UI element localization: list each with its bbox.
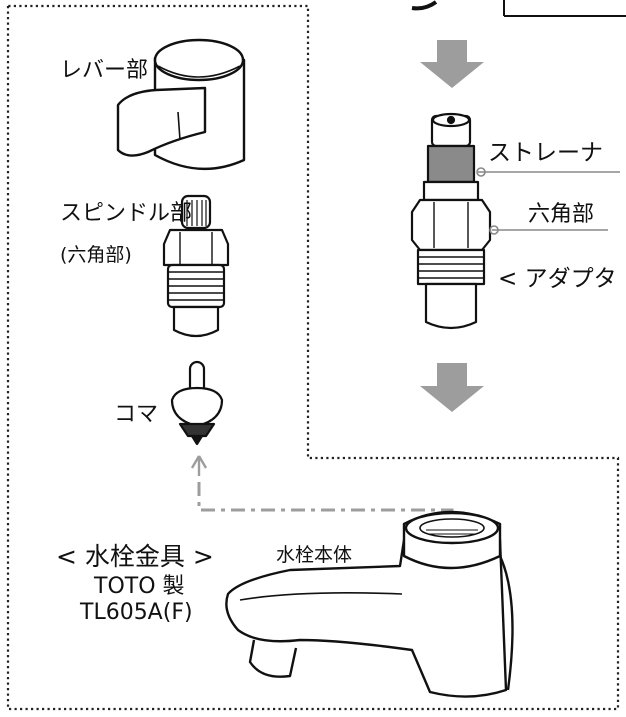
top-clipped-element <box>411 0 626 17</box>
disc-part-illustration <box>170 360 224 446</box>
faucet-body-label: 水栓本体 <box>276 544 353 566</box>
faucet-fittings-label: < 水栓金具 > <box>56 542 214 571</box>
down-arrow-lower <box>420 363 484 412</box>
hex-label: 六角部 <box>528 202 595 227</box>
spindle-part-illustration <box>162 194 230 338</box>
lever-part-label: レバー部 <box>60 58 149 83</box>
adapter-illustration <box>410 112 492 330</box>
strainer-label: ストレーナ <box>488 140 603 166</box>
dotted-region-border <box>6 4 620 711</box>
spindle-part-label: スピンドル部 <box>60 201 193 226</box>
maker-label: TOTO 製 <box>94 574 185 599</box>
model-label: TL605A(F) <box>80 600 193 625</box>
insertion-guide-line <box>197 482 454 524</box>
adapter-label: < アダプタ > <box>498 266 626 292</box>
lever-part-illustration <box>116 38 246 170</box>
faucet-body-illustration <box>225 510 514 698</box>
down-arrow-upper <box>420 40 484 88</box>
insertion-arrow-up <box>190 455 208 476</box>
spindle-hex-label: (六角部) <box>60 244 132 266</box>
disc-label: コマ <box>114 402 159 427</box>
